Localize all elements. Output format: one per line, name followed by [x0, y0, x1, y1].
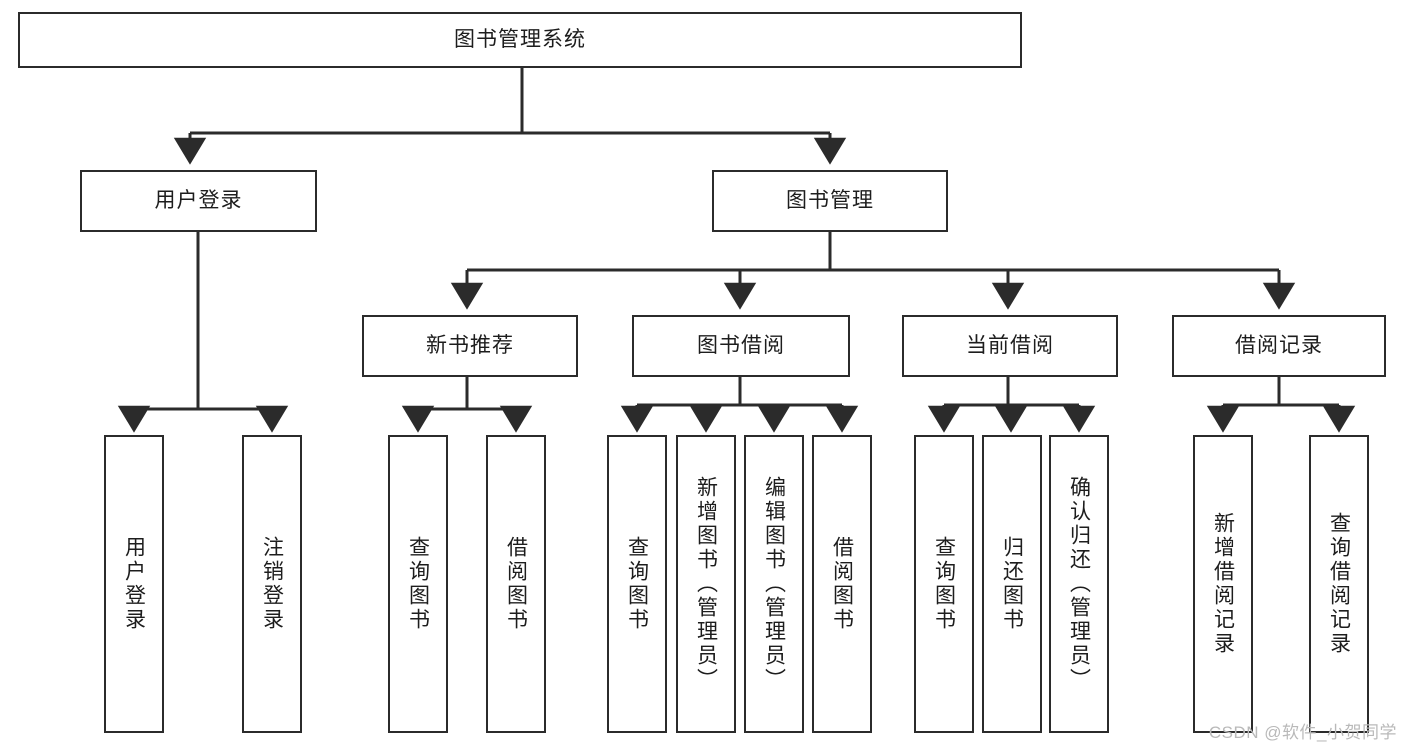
node-new-book-rec[interactable]: 新书推荐: [362, 315, 578, 377]
node-new-book-rec-label: 新书推荐: [426, 333, 514, 357]
node-leaf-cb-query-book[interactable]: 查询图书: [914, 435, 974, 733]
node-leaf-user-logout[interactable]: 注销登录: [242, 435, 302, 733]
watermark: CSDN @软件_小贺同学: [1208, 723, 1397, 742]
node-leaf-user-logout-label: 注销登录: [260, 536, 284, 632]
node-leaf-bb-query-book-label: 查询图书: [625, 536, 649, 632]
node-leaf-cb-query-book-label: 查询图书: [932, 536, 956, 632]
node-leaf-bb-borrow-book-label: 借阅图书: [830, 536, 854, 632]
node-borrow-record[interactable]: 借阅记录: [1172, 315, 1386, 377]
node-leaf-br-query-record-label: 查询借阅记录: [1327, 512, 1351, 656]
node-leaf-bb-borrow-book[interactable]: 借阅图书: [812, 435, 872, 733]
node-leaf-bb-add-book-label: 新增图书（管理员）: [694, 476, 718, 692]
node-leaf-rec-query-book[interactable]: 查询图书: [388, 435, 448, 733]
node-root-label: 图书管理系统: [454, 27, 586, 51]
node-leaf-rec-borrow-book[interactable]: 借阅图书: [486, 435, 546, 733]
node-leaf-rec-borrow-book-label: 借阅图书: [504, 536, 528, 632]
node-book-manage-label: 图书管理: [786, 188, 874, 212]
node-root[interactable]: 图书管理系统: [18, 12, 1022, 68]
node-leaf-cb-return-book[interactable]: 归还图书: [982, 435, 1042, 733]
node-leaf-user-login[interactable]: 用户登录: [104, 435, 164, 733]
node-leaf-cb-confirm-return-label: 确认归还（管理员）: [1067, 476, 1091, 692]
node-leaf-bb-edit-book-label: 编辑图书（管理员）: [762, 476, 786, 692]
node-current-borrow-label: 当前借阅: [966, 333, 1054, 357]
node-leaf-rec-query-book-label: 查询图书: [406, 536, 430, 632]
node-book-borrow[interactable]: 图书借阅: [632, 315, 850, 377]
node-leaf-bb-edit-book[interactable]: 编辑图书（管理员）: [744, 435, 804, 733]
node-leaf-br-add-record-label: 新增借阅记录: [1211, 512, 1235, 656]
node-borrow-record-label: 借阅记录: [1235, 333, 1323, 357]
node-book-manage[interactable]: 图书管理: [712, 170, 948, 232]
node-book-borrow-label: 图书借阅: [697, 333, 785, 357]
node-leaf-bb-query-book[interactable]: 查询图书: [607, 435, 667, 733]
node-leaf-br-add-record[interactable]: 新增借阅记录: [1193, 435, 1253, 733]
node-leaf-cb-return-book-label: 归还图书: [1000, 536, 1024, 632]
node-leaf-user-login-label: 用户登录: [122, 536, 146, 632]
node-user-login[interactable]: 用户登录: [80, 170, 317, 232]
node-user-login-label: 用户登录: [154, 188, 243, 212]
node-current-borrow[interactable]: 当前借阅: [902, 315, 1118, 377]
node-leaf-cb-confirm-return[interactable]: 确认归还（管理员）: [1049, 435, 1109, 733]
node-leaf-br-query-record[interactable]: 查询借阅记录: [1309, 435, 1369, 733]
node-leaf-bb-add-book[interactable]: 新增图书（管理员）: [676, 435, 736, 733]
